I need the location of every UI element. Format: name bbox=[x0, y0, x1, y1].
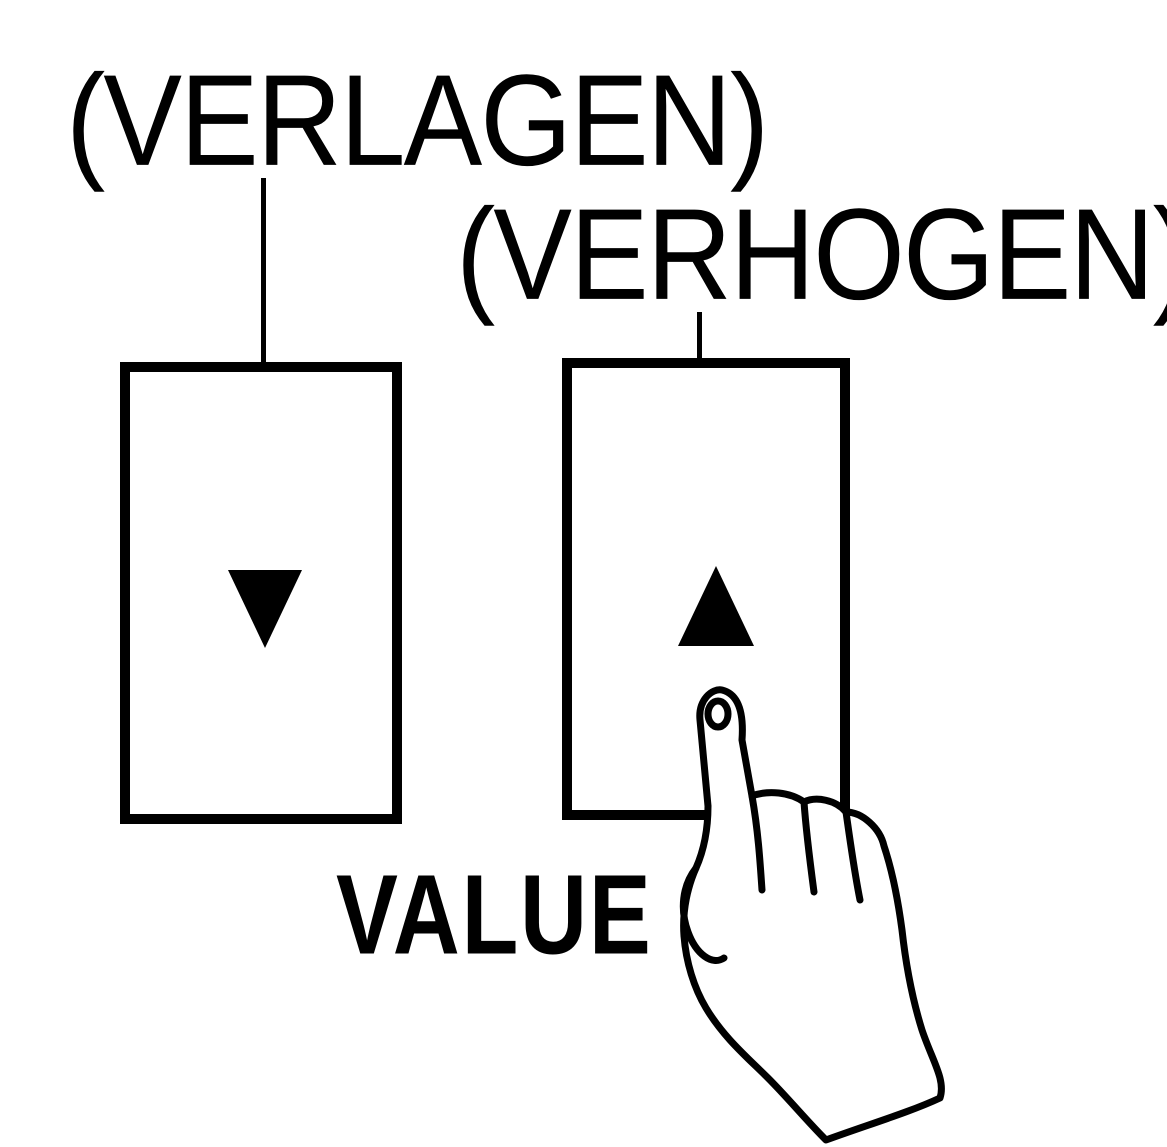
up-triangle-icon bbox=[678, 566, 754, 646]
value-decrease-button[interactable] bbox=[120, 362, 402, 824]
value-label: VALUE bbox=[336, 850, 653, 978]
down-triangle-icon bbox=[228, 570, 302, 648]
decrease-label: (VERLAGEN) bbox=[66, 48, 769, 194]
decrease-leader-line bbox=[261, 178, 266, 368]
increase-label: (VERHOGEN) bbox=[456, 182, 1167, 328]
increase-leader-line bbox=[697, 312, 702, 368]
